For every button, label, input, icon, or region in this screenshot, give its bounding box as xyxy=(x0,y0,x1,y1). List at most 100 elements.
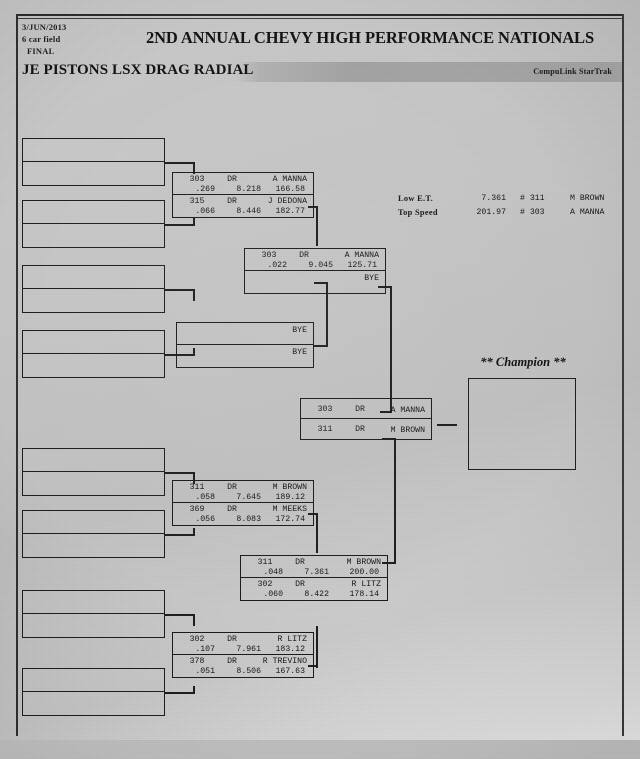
stats-panel: Low E.T. 7.361 # 311 M BROWN Top Speed 2… xyxy=(398,194,618,222)
connector xyxy=(314,282,328,284)
driver-name: A MANNA xyxy=(272,175,307,184)
class-title: JE PISTONS LSX DRAG RADIAL xyxy=(22,62,254,78)
connector xyxy=(308,513,318,515)
driver-name: BYE xyxy=(364,274,379,283)
empty-entry-row xyxy=(23,139,164,162)
sheet-right-rule xyxy=(622,14,624,736)
stat-car-number: # 311 xyxy=(520,194,545,203)
paper-background xyxy=(0,0,640,740)
trap-speed: 125.71 xyxy=(347,261,377,270)
empty-entry-row xyxy=(23,354,164,377)
class-code: DR xyxy=(227,505,237,514)
connector-to-champion xyxy=(437,424,457,426)
reaction-time: .056 xyxy=(195,515,215,524)
match-box-round1-upper: 303 DR A MANNA .269 8.218 166.58 315 DR … xyxy=(172,172,314,218)
match-entry: 303 DR A MANNA .269 8.218 166.58 xyxy=(173,173,313,195)
stat-driver-name: M BROWN xyxy=(570,194,605,203)
driver-name: R LITZ xyxy=(351,580,381,589)
class-code: DR xyxy=(227,483,237,492)
car-number: 303 xyxy=(317,405,333,414)
entry-line-identity: 378 DR R TREVINO xyxy=(173,656,313,667)
connector xyxy=(165,472,195,474)
empty-entry-row xyxy=(23,692,164,715)
entry-line-performance: .269 8.218 166.58 xyxy=(173,184,313,195)
connector xyxy=(316,513,318,553)
connector xyxy=(316,206,318,246)
connector xyxy=(308,206,318,208)
match-entry: BYE xyxy=(245,271,385,293)
entry-line-identity: 369 DR M MEEKS xyxy=(173,504,313,515)
entry-line-performance: .066 8.446 182.77 xyxy=(173,206,313,217)
car-number: 311 xyxy=(189,483,205,492)
match-box-round1-lower: 311 DR M BROWN .058 7.645 189.12 369 DR … xyxy=(172,480,314,526)
connector xyxy=(165,224,195,226)
entry-line-identity: 302 DR R LITZ xyxy=(241,579,387,590)
car-number: 302 xyxy=(257,580,273,589)
empty-entry-row xyxy=(23,289,164,312)
elapsed-time: 9.045 xyxy=(308,261,333,270)
connector xyxy=(390,286,392,412)
empty-pair-box-1 xyxy=(22,138,165,186)
trap-speed: 166.58 xyxy=(275,185,305,194)
empty-pair-box-3 xyxy=(22,265,165,313)
reaction-time: .058 xyxy=(195,493,215,502)
entry-line-performance: .107 7.961 183.12 xyxy=(173,644,313,655)
match-entry: 303 DR A MANNA xyxy=(301,399,431,419)
car-number: 378 xyxy=(189,657,205,666)
empty-entry-row xyxy=(23,266,164,289)
round-label: FINAL xyxy=(27,46,55,56)
driver-name: J DEDONA xyxy=(267,197,307,206)
match-entry: 315 DR J DEDONA .066 8.446 182.77 xyxy=(173,195,313,217)
connector xyxy=(165,614,195,616)
match-entry: BYE xyxy=(177,323,313,345)
car-number: 302 xyxy=(189,635,205,644)
class-code: DR xyxy=(295,558,305,567)
driver-name: M MEEKS xyxy=(272,505,307,514)
connector xyxy=(193,686,195,694)
stat-row-low-et: Low E.T. 7.361 # 311 M BROWN xyxy=(398,194,618,208)
connector xyxy=(394,438,396,564)
trap-speed: 200.00 xyxy=(349,568,379,577)
connector xyxy=(308,665,318,667)
connector xyxy=(193,162,195,174)
empty-entry-row xyxy=(23,331,164,354)
stat-value: 7.361 xyxy=(481,194,506,203)
match-entry: BYE xyxy=(177,345,313,367)
class-code: DR xyxy=(295,580,305,589)
driver-name: R TREVINO xyxy=(262,657,307,666)
entry-line-identity: 315 DR J DEDONA xyxy=(173,196,313,207)
event-date: 3/JUN/2013 xyxy=(22,22,67,32)
entry-line-performance: .056 8.083 172.74 xyxy=(173,514,313,525)
connector xyxy=(326,282,328,346)
empty-entry-row xyxy=(23,591,164,614)
reaction-time: .048 xyxy=(263,568,283,577)
stat-label: Low E.T. xyxy=(398,194,434,203)
driver-name: A MANNA xyxy=(344,251,379,260)
entry-line-identity: BYE xyxy=(177,324,313,335)
connector xyxy=(193,614,195,626)
event-title: 2ND ANNUAL CHEVY HIGH PERFORMANCE NATION… xyxy=(145,28,595,47)
match-entry: 311 DR M BROWN xyxy=(301,419,431,439)
elapsed-time: 7.361 xyxy=(304,568,329,577)
connector xyxy=(314,345,328,347)
entry-line-identity: BYE xyxy=(177,346,313,357)
stat-driver-name: A MANNA xyxy=(570,208,605,217)
stat-row-top-speed: Top Speed 201.97 # 303 A MANNA xyxy=(398,208,618,222)
match-entry: 369 DR M MEEKS .056 8.083 172.74 xyxy=(173,503,313,525)
connector xyxy=(165,354,195,356)
driver-name: BYE xyxy=(292,348,307,357)
empty-entry-row xyxy=(23,162,164,185)
elapsed-time: 8.506 xyxy=(236,667,261,676)
elapsed-time: 8.083 xyxy=(236,515,261,524)
connector xyxy=(165,534,195,536)
entry-line-identity: BYE xyxy=(245,272,385,283)
class-code: DR xyxy=(227,175,237,184)
entry-line-identity: 303 DR A MANNA xyxy=(245,250,385,261)
reaction-time: .269 xyxy=(195,185,215,194)
car-number: 315 xyxy=(189,197,205,206)
connector xyxy=(316,626,318,668)
empty-pair-box-4 xyxy=(22,330,165,378)
stat-car-number: # 303 xyxy=(520,208,545,217)
class-code: DR xyxy=(227,197,237,206)
empty-entry-row xyxy=(23,449,164,472)
